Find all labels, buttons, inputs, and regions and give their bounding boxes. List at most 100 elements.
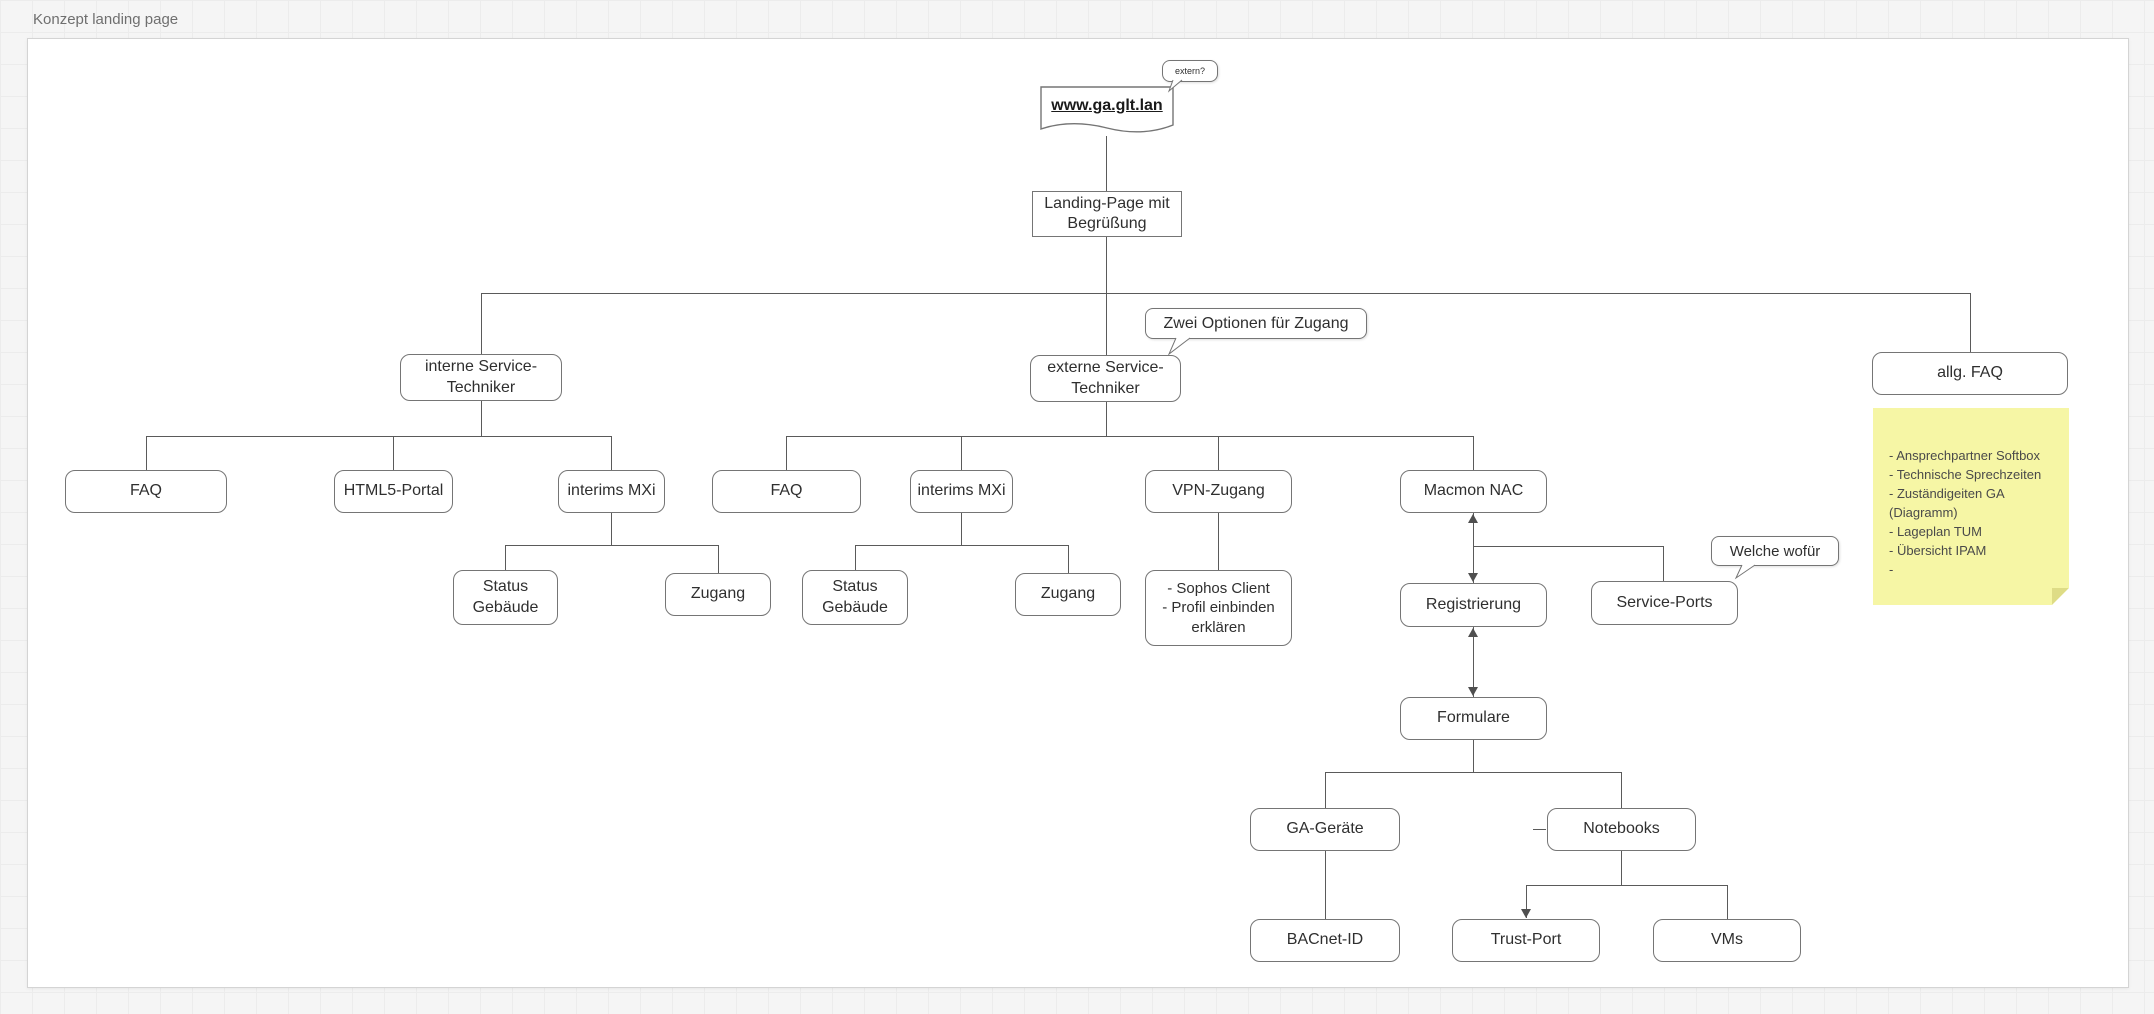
node-label: Status Gebäude — [822, 578, 888, 616]
connector-line — [855, 545, 1068, 546]
connector-line — [1325, 772, 1621, 773]
arrowhead-up-icon — [1468, 514, 1478, 523]
connector-line — [1473, 740, 1474, 772]
callout-label: Zwei Optionen für Zugang — [1163, 314, 1349, 332]
stray-connector-line — [1533, 829, 1546, 830]
connector-line — [481, 401, 482, 436]
callout-extern[interactable]: extern? — [1162, 60, 1218, 82]
node-label: FAQ — [770, 482, 803, 500]
node-zugang-extern[interactable]: Zugang — [1015, 573, 1121, 616]
connector-line — [961, 436, 962, 470]
node-bacnet-id[interactable]: BACnet-ID — [1250, 919, 1400, 962]
node-label: Registrierung — [1425, 595, 1522, 613]
sticky-note-text: - Ansprechpartner Softbox - Technische S… — [1889, 448, 2042, 577]
document-shape[interactable] — [1040, 86, 1174, 138]
node-interims-mxi-extern[interactable]: interims MXi — [910, 470, 1013, 513]
node-faq-intern[interactable]: FAQ — [65, 470, 227, 513]
connector-line — [961, 513, 962, 545]
connector-line — [1106, 136, 1107, 191]
arrowhead-down-icon — [1468, 573, 1478, 582]
node-vms[interactable]: VMs — [1653, 919, 1801, 962]
connector-line — [1663, 546, 1664, 581]
node-label: Trust-Port — [1490, 931, 1562, 949]
node-macmon-nac[interactable]: Macmon NAC — [1400, 470, 1547, 513]
callout-zwei-optionen[interactable]: Zwei Optionen für Zugang — [1145, 308, 1367, 339]
node-label: Landing-Page mit Begrüßung — [1044, 194, 1170, 232]
arrowhead-down-icon — [1521, 909, 1531, 918]
connector-line — [481, 293, 482, 354]
connector-line — [1970, 293, 1971, 352]
node-label: Notebooks — [1583, 820, 1660, 838]
node-formulare[interactable]: Formulare — [1400, 697, 1547, 740]
node-sophos-client[interactable]: - Sophos Client - Profil einbinden erklä… — [1145, 570, 1292, 646]
node-label: interims MXi — [567, 482, 656, 500]
connector-line — [146, 436, 611, 437]
connector-line — [146, 436, 147, 470]
node-label: interims MXi — [917, 482, 1006, 500]
node-interims-mxi-intern[interactable]: interims MXi — [558, 470, 665, 513]
connector-line — [1473, 436, 1474, 470]
arrowhead-down-icon — [1468, 687, 1478, 696]
node-service-ports[interactable]: Service-Ports — [1591, 581, 1738, 625]
callout-label: Welche wofür — [1729, 542, 1821, 560]
node-label: HTML5-Portal — [343, 482, 444, 500]
connector-line — [1106, 293, 1107, 355]
connector-line — [855, 545, 856, 570]
connector-line — [1621, 772, 1622, 808]
node-zugang-intern[interactable]: Zugang — [665, 573, 771, 616]
node-label: externe Service-Techniker — [1047, 359, 1164, 397]
sticky-note[interactable]: - Ansprechpartner Softbox - Technische S… — [1873, 408, 2069, 605]
node-html5-portal[interactable]: HTML5-Portal — [334, 470, 453, 513]
connector-line — [1727, 885, 1728, 919]
node-label: VMs — [1711, 931, 1743, 949]
connector-line — [1218, 513, 1219, 570]
node-trust-port[interactable]: Trust-Port — [1452, 919, 1600, 962]
connector-line — [1218, 436, 1219, 470]
callout-label: extern? — [1174, 66, 1206, 76]
node-status-gebaeude-extern[interactable]: Status Gebäude — [802, 570, 908, 625]
arrowhead-up-icon — [1468, 628, 1478, 637]
node-vpn-zugang[interactable]: VPN-Zugang — [1145, 470, 1292, 513]
connector-line — [1526, 885, 1727, 886]
callout-welche-wofuer[interactable]: Welche wofür — [1711, 536, 1839, 566]
connector-line — [1068, 545, 1069, 573]
connector-line — [393, 436, 394, 470]
node-label: GA-Geräte — [1286, 820, 1364, 838]
node-label: Macmon NAC — [1423, 482, 1524, 500]
node-landing-page[interactable]: Landing-Page mit Begrüßung — [1032, 191, 1182, 237]
node-externe-service-techniker[interactable]: externe Service-Techniker — [1030, 355, 1181, 402]
connector-line — [1106, 237, 1107, 293]
node-label: Zugang — [1040, 585, 1096, 603]
connector-line — [786, 436, 1473, 437]
node-label: Formulare — [1437, 709, 1510, 727]
node-label: interne Service-Techniker — [424, 358, 538, 396]
page-title: Konzept landing page — [33, 11, 179, 28]
node-faq-extern[interactable]: FAQ — [712, 470, 861, 513]
connector-line — [1325, 851, 1326, 919]
node-status-gebaeude-intern[interactable]: Status Gebäude — [453, 570, 558, 625]
node-registrierung[interactable]: Registrierung — [1400, 583, 1547, 627]
callout-tail-icon — [1167, 79, 1183, 93]
url-text: www.ga.glt.lan — [1051, 97, 1163, 114]
connector-line — [1106, 402, 1107, 436]
node-label: VPN-Zugang — [1172, 482, 1265, 500]
connector-line — [505, 545, 718, 546]
node-label: - Sophos Client - Profil einbinden erklä… — [1162, 580, 1275, 636]
node-ga-geraete[interactable]: GA-Geräte — [1250, 808, 1400, 851]
connector-line — [611, 436, 612, 470]
node-label: allg. FAQ — [1937, 364, 2003, 382]
node-label: FAQ — [129, 482, 162, 500]
connector-line — [1473, 627, 1474, 697]
node-notebooks[interactable]: Notebooks — [1547, 808, 1696, 851]
node-interne-service-techniker[interactable]: interne Service-Techniker — [400, 354, 562, 401]
connector-line — [718, 545, 719, 573]
connector-line — [481, 293, 1970, 294]
connector-line — [1325, 772, 1326, 808]
connector-line — [1526, 885, 1527, 918]
node-label: Zugang — [690, 585, 746, 603]
node-allg-faq[interactable]: allg. FAQ — [1872, 352, 2068, 395]
connector-line — [1473, 513, 1474, 583]
node-label: Service-Ports — [1616, 593, 1713, 611]
diagram-page — [27, 38, 2129, 988]
